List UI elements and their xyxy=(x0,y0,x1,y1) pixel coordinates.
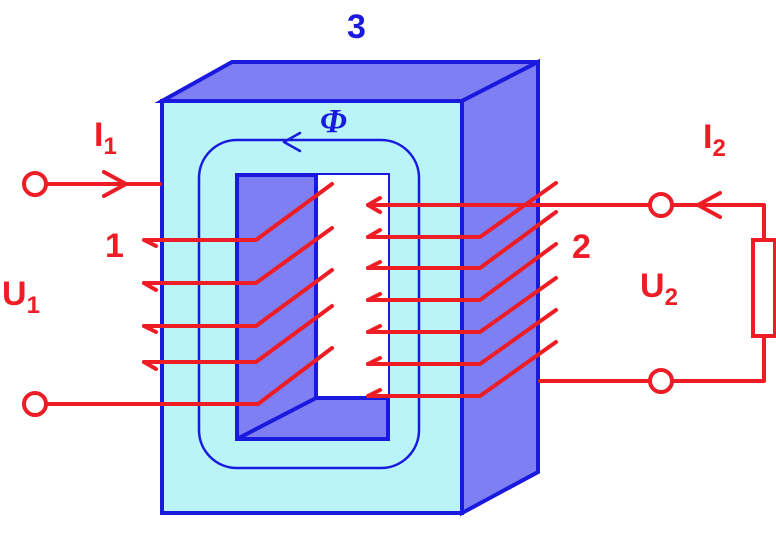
secondary-winding-label: 2 xyxy=(572,228,591,266)
u2-label-sub: 2 xyxy=(665,284,678,311)
u2-top-terminal[interactable] xyxy=(648,192,674,218)
primary-turn xyxy=(142,226,334,285)
primary-turn xyxy=(256,346,334,406)
secondary-turn xyxy=(366,340,558,398)
i1-label: I1 xyxy=(94,116,117,160)
i1-arrow xyxy=(102,170,128,198)
i1-label-sub: 1 xyxy=(103,133,116,160)
i2-label-main: I xyxy=(703,118,712,156)
u1-label: U1 xyxy=(2,275,40,319)
u1-bottom-terminal[interactable] xyxy=(22,391,48,417)
flux-path xyxy=(197,138,421,470)
u2-label: U2 xyxy=(640,267,678,311)
secondary-turn xyxy=(366,181,558,239)
load-resistor xyxy=(751,238,776,338)
primary-turn xyxy=(142,182,334,242)
load-bottom-wire xyxy=(672,334,766,383)
primary-winding-label: 1 xyxy=(105,227,124,265)
i2-label: I2 xyxy=(703,118,726,162)
primary-turn-tail xyxy=(142,281,158,292)
magnetic-core xyxy=(154,58,540,517)
i2-label-sub: 2 xyxy=(712,135,725,162)
secondary-winding xyxy=(366,181,776,398)
secondary-turn-tail xyxy=(366,356,382,366)
core-window xyxy=(316,175,388,398)
u1-label-main: U xyxy=(2,275,27,313)
flux-arrow xyxy=(282,131,302,153)
core-label: 3 xyxy=(347,8,366,46)
primary-turn xyxy=(142,268,334,328)
i2-arrow xyxy=(696,191,722,219)
secondary-turn xyxy=(366,210,558,270)
primary-turn-tail xyxy=(142,324,158,334)
flux-label: Φ xyxy=(320,103,347,140)
secondary-turn-tail xyxy=(366,260,382,270)
u2-bottom-terminal[interactable] xyxy=(648,368,674,394)
secondary-turn xyxy=(366,242,558,302)
secondary-turn xyxy=(366,276,558,334)
primary-turn xyxy=(142,304,334,364)
core-window-depth-edge xyxy=(236,396,317,441)
secondary-turn-tail xyxy=(366,388,382,398)
u2-label-main: U xyxy=(640,267,665,305)
i1-label-main: I xyxy=(94,116,103,154)
u1-top-terminal[interactable] xyxy=(22,171,48,197)
u1-label-sub: 1 xyxy=(27,292,40,319)
secondary-turn xyxy=(366,308,558,366)
primary-turn-tail xyxy=(142,238,158,248)
secondary-turn-tail xyxy=(366,292,382,302)
secondary-turn-tail xyxy=(366,196,382,214)
secondary-turn-tail xyxy=(366,228,382,239)
load-top-wire xyxy=(672,203,766,242)
primary-turn-tail xyxy=(142,360,158,371)
secondary-turn-tail xyxy=(366,324,382,334)
primary-winding xyxy=(22,170,334,417)
